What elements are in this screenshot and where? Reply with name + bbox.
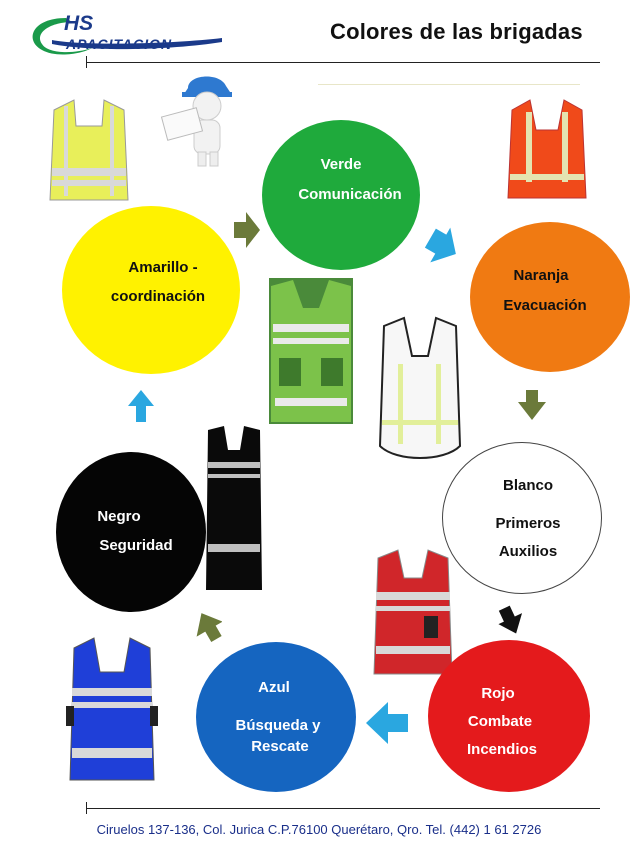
brigade-blanco-color: Blanco <box>502 477 553 494</box>
brigade-naranja-color: Naranja <box>513 267 569 284</box>
brigade-azul-color: Azul <box>258 679 290 696</box>
blue-vest-image <box>66 636 158 786</box>
brigade-verde-color: Verde <box>320 156 362 173</box>
orange-vest-image <box>504 96 590 208</box>
logo-text-capacitacion: APACITACION <box>66 36 173 52</box>
brigade-azul-role-2: Rescate <box>251 738 309 755</box>
brigade-amarillo-color: Amarillo - <box>128 259 198 276</box>
white-vest-image <box>374 316 466 464</box>
brigade-circle-rojo <box>428 640 590 792</box>
brigade-naranja-role: Evacuación <box>503 297 587 314</box>
black-vest-image <box>204 424 264 594</box>
brigade-negro-color: Negro <box>97 508 141 525</box>
brigade-azul-role-1: Búsqueda y <box>235 717 321 734</box>
brigade-circle-amarillo <box>62 206 240 374</box>
brigade-circle-negro <box>56 452 206 612</box>
logo-text-hs: HS <box>64 12 94 35</box>
faint-line <box>318 84 580 85</box>
brigade-rojo-role-2: Incendios <box>466 741 537 758</box>
footer-rule-tick <box>86 802 87 814</box>
company-logo: HS APACITACION <box>22 10 232 60</box>
brigade-circle-verde <box>262 120 420 270</box>
brigade-blanco-role-2: Auxilios <box>498 543 558 560</box>
brigade-circle-blanco <box>442 442 602 594</box>
header-rule <box>86 62 600 63</box>
page-title: Colores de las brigadas <box>330 19 583 44</box>
arrow-rojo-to-azul-icon <box>366 702 408 744</box>
arrow-naranja-to-blanco-icon <box>518 390 546 420</box>
worker-figure-image <box>160 68 252 168</box>
brigade-verde-role: Comunicación <box>298 186 402 203</box>
brigade-rojo-role-1: Combate <box>467 713 533 730</box>
arrow-amarillo-to-verde-icon <box>234 212 260 248</box>
arrow-verde-to-naranja-icon <box>424 227 456 263</box>
yellow-vest-image <box>46 96 132 210</box>
header-rule-tick <box>86 56 87 68</box>
arrow-blanco-to-rojo-icon <box>498 605 523 634</box>
logo-swoosh-icon <box>32 18 222 55</box>
brigade-rojo-color: Rojo <box>481 685 515 702</box>
arrow-negro-to-amarillo-icon <box>128 390 154 422</box>
brigade-negro-role: Seguridad <box>99 537 173 554</box>
brigade-circle-naranja <box>470 222 630 372</box>
brigade-blanco-role-1: Primeros <box>495 515 561 532</box>
brigade-amarillo-role: coordinación <box>110 288 206 305</box>
red-vest-image <box>370 548 456 678</box>
green-vest-image <box>269 278 353 424</box>
footer-rule <box>86 808 600 809</box>
brigade-circle-azul <box>196 642 356 792</box>
arrow-azul-to-negro-icon <box>196 613 222 643</box>
footer-address: Ciruelos 137-136, Col. Jurica C.P.76100 … <box>96 822 542 837</box>
